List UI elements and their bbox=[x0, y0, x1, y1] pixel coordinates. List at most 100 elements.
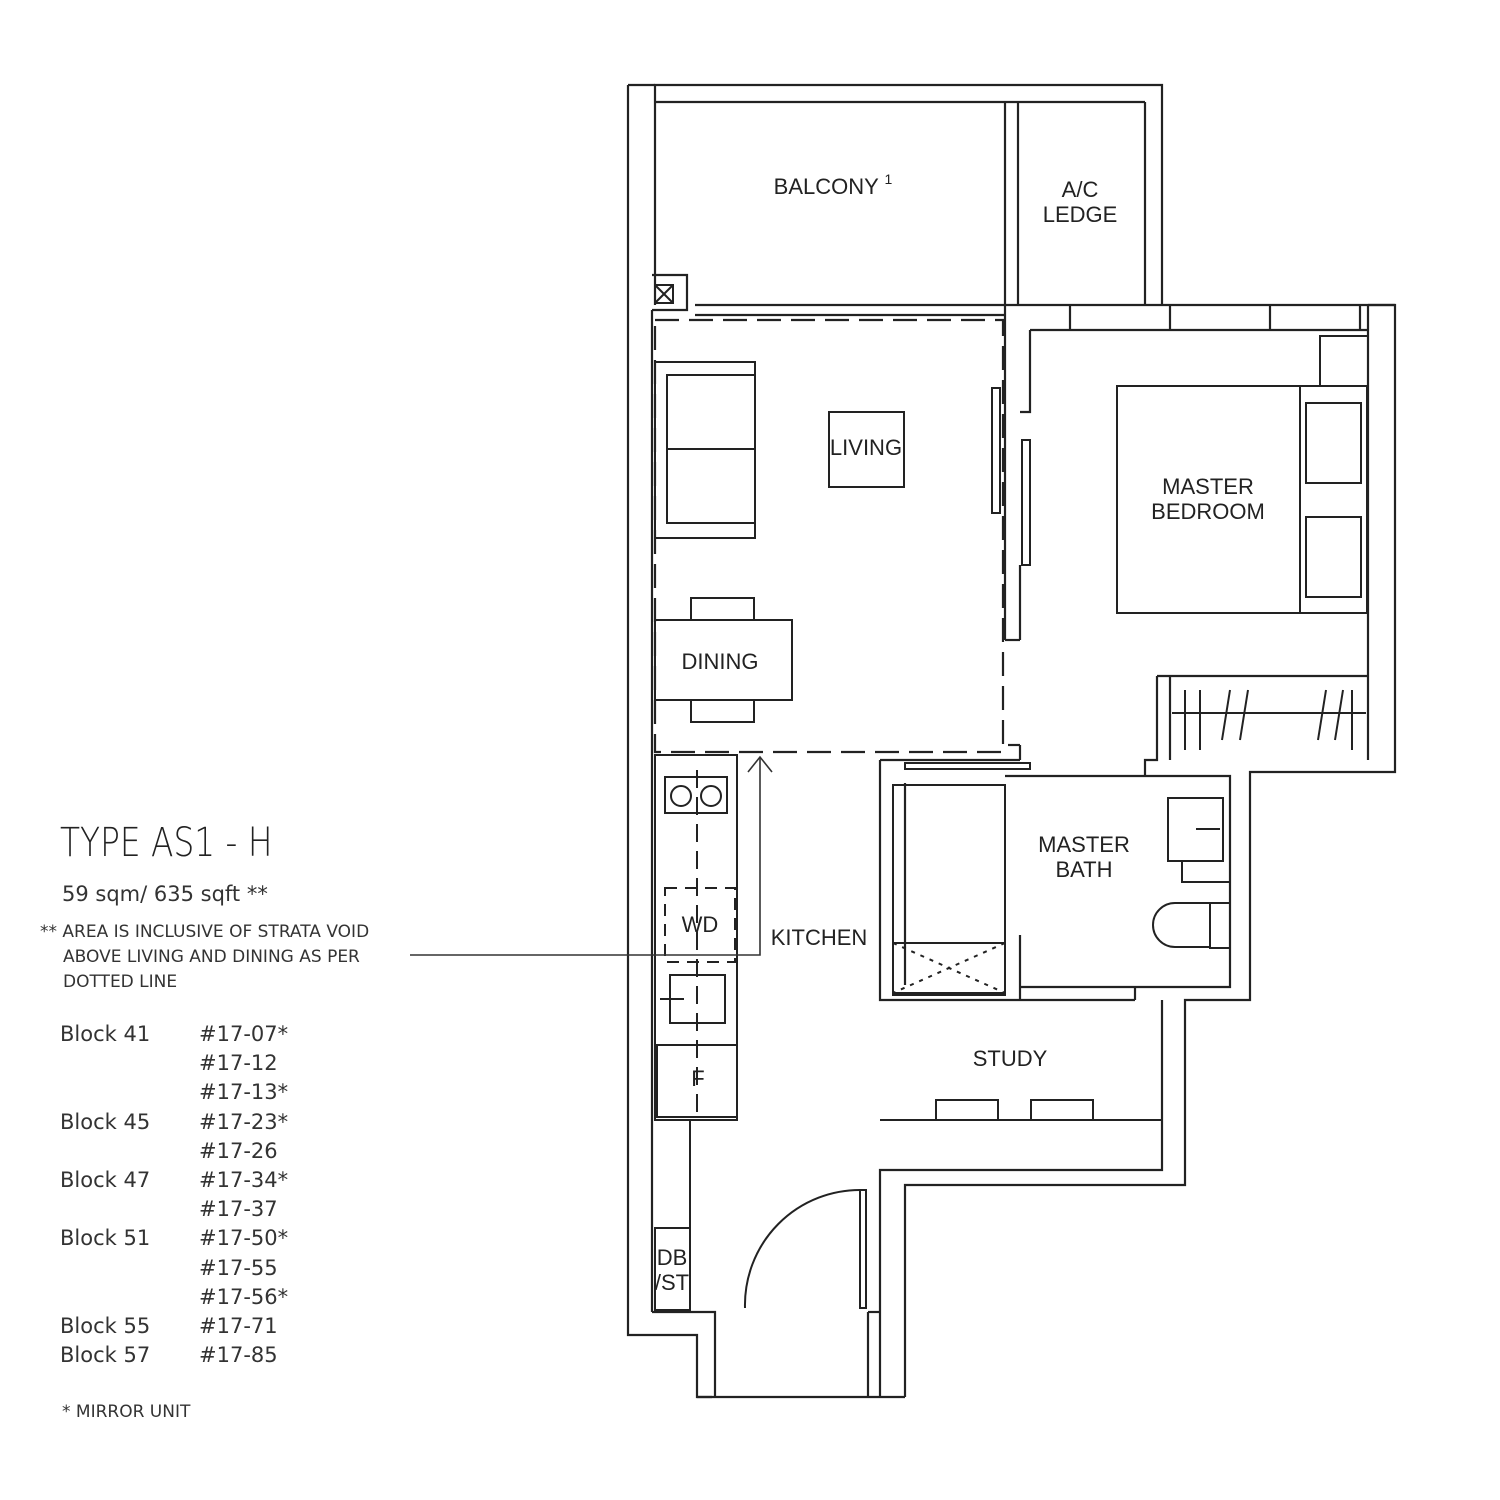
block-row: #17-12 bbox=[60, 1049, 288, 1078]
unit-number: #17-34* bbox=[199, 1168, 289, 1193]
bedroom-left-wall bbox=[1020, 330, 1032, 414]
label-db-st: DB bbox=[657, 1245, 688, 1270]
wardrobe-mark bbox=[1317, 689, 1327, 741]
block-unit-list: Block 41 #17-07* #17-12 #17-13* Block 45 #… bbox=[60, 1020, 288, 1370]
unit-area: 59 sqm/ 635 sqft ** bbox=[62, 882, 268, 906]
hob bbox=[664, 776, 728, 814]
room-label-balcony: BALCONY 1 bbox=[774, 171, 893, 199]
hob-burner bbox=[670, 785, 692, 807]
unit-number: #17-50* bbox=[199, 1226, 289, 1251]
sliding-door bbox=[991, 387, 1001, 514]
balcony-outline bbox=[653, 83, 1164, 305]
vanity-counter bbox=[1181, 861, 1230, 883]
unit-number: #17-71 bbox=[199, 1314, 278, 1339]
unit-number: #17-12 bbox=[199, 1051, 278, 1076]
walls bbox=[626, 83, 1397, 1399]
wash-basin bbox=[1167, 797, 1224, 862]
wardrobe-mark bbox=[1334, 689, 1344, 741]
room-label-kitchen: KITCHEN bbox=[771, 925, 868, 950]
riser-box bbox=[654, 284, 674, 304]
block-label: Block 45 bbox=[60, 1109, 151, 1134]
block-row: Block 57#17-85 bbox=[60, 1341, 288, 1370]
block-label: Block 55 bbox=[60, 1314, 151, 1339]
block-label: Block 47 bbox=[60, 1168, 151, 1193]
coffee-table bbox=[828, 411, 905, 488]
unit-number: #17-23* bbox=[199, 1109, 289, 1134]
doors bbox=[743, 387, 1031, 1309]
shower-diag bbox=[892, 942, 1006, 994]
room-label-dining: DINING bbox=[682, 649, 759, 674]
block-row: Block 41 #17-07* bbox=[60, 1020, 288, 1049]
block-label: Block 41 bbox=[60, 1022, 151, 1046]
block-row: Block 45 #17-23* bbox=[60, 1108, 288, 1137]
bedroom-cabinet bbox=[1319, 335, 1369, 387]
study-chair bbox=[935, 1099, 999, 1121]
label-fridge: F bbox=[691, 1066, 704, 1091]
area-note-line: ** AREA IS INCLUSIVE OF STRATA VOID bbox=[40, 922, 370, 942]
unit-number: #17-56* bbox=[199, 1284, 289, 1309]
block-row: #17-13* bbox=[60, 1078, 288, 1107]
db-st-cabinet bbox=[654, 1227, 691, 1311]
wardrobe-mark bbox=[1239, 689, 1249, 741]
strata-void-outline bbox=[653, 318, 1005, 754]
block-row: Block 51 #17-50* bbox=[60, 1224, 288, 1253]
block-row: #17-26 bbox=[60, 1137, 288, 1166]
entrance-door-leaf bbox=[859, 1189, 867, 1309]
mirror-unit-note: * MIRROR UNIT bbox=[62, 1402, 191, 1422]
room-label-master-bedroom: BEDROOM bbox=[1151, 499, 1265, 524]
wall-segment bbox=[652, 273, 689, 312]
room-label-study: STUDY bbox=[973, 1046, 1048, 1071]
room-label-master-bath: MASTER bbox=[1038, 832, 1130, 857]
unit-number: #17-13* bbox=[199, 1080, 289, 1105]
block-row: #17-56* bbox=[60, 1283, 288, 1312]
bed bbox=[1116, 385, 1368, 614]
room-label-living: LIVING bbox=[830, 435, 902, 460]
right-outer-wall bbox=[903, 303, 1397, 1397]
room-label-ac-ledge: LEDGE bbox=[1043, 202, 1118, 227]
wardrobe-mark bbox=[1221, 689, 1231, 741]
toilet-cistern bbox=[1209, 902, 1231, 949]
entrance-door-swing bbox=[743, 1188, 863, 1309]
area-note-line: DOTTED LINE bbox=[63, 972, 178, 992]
room-label-ac-ledge: A/C bbox=[1062, 177, 1099, 202]
label-db-st: /ST bbox=[655, 1270, 689, 1295]
unit-number: #17-37 bbox=[199, 1197, 278, 1222]
study-chair bbox=[1030, 1099, 1094, 1121]
fridge bbox=[656, 1044, 738, 1118]
furniture bbox=[654, 284, 1369, 1311]
block-row: #17-55 bbox=[60, 1254, 288, 1283]
unit-type-title: TYPE AS1 - H bbox=[60, 820, 273, 866]
block-label: Block 51 bbox=[60, 1226, 151, 1251]
study-inner-wall bbox=[878, 1000, 1164, 1397]
toilet bbox=[1152, 902, 1211, 948]
riser-cross bbox=[654, 284, 674, 304]
bedside-table bbox=[1305, 402, 1362, 484]
room-label-master-bath: BATH bbox=[1055, 857, 1112, 882]
shower-tray bbox=[892, 942, 1006, 994]
hob-burner bbox=[700, 785, 722, 807]
unit-number: #17-26 bbox=[199, 1138, 278, 1163]
bathtub-area bbox=[892, 784, 1006, 996]
room-label-master-bedroom: MASTER bbox=[1162, 474, 1254, 499]
sofa-cushion bbox=[666, 448, 756, 524]
left-outer-wall bbox=[626, 85, 712, 1399]
sofa-cushion bbox=[666, 374, 756, 450]
unit-number: #17-07* bbox=[199, 1022, 289, 1046]
block-row: #17-37 bbox=[60, 1195, 288, 1224]
dining-chair bbox=[690, 699, 755, 723]
block-label: Block 57 bbox=[60, 1343, 151, 1368]
bedside-table bbox=[1305, 516, 1362, 598]
dining-chair bbox=[690, 597, 755, 621]
label-washer-dryer: WD bbox=[682, 912, 719, 937]
bath-sliding-door bbox=[904, 762, 1031, 770]
block-row: Block 47 #17-34* bbox=[60, 1166, 288, 1195]
sliding-door bbox=[1021, 439, 1031, 566]
kitchen-counter bbox=[654, 754, 738, 1121]
area-note-line: ABOVE LIVING AND DINING AS PER bbox=[63, 947, 360, 967]
wardrobe-wall bbox=[1143, 676, 1159, 776]
area-note: ** AREA IS INCLUSIVE OF STRATA VOID ABOV… bbox=[40, 920, 420, 995]
bath-outer-wall bbox=[878, 760, 1135, 1002]
unit-number: #17-55 bbox=[199, 1255, 278, 1280]
area-note-leader bbox=[410, 755, 773, 956]
